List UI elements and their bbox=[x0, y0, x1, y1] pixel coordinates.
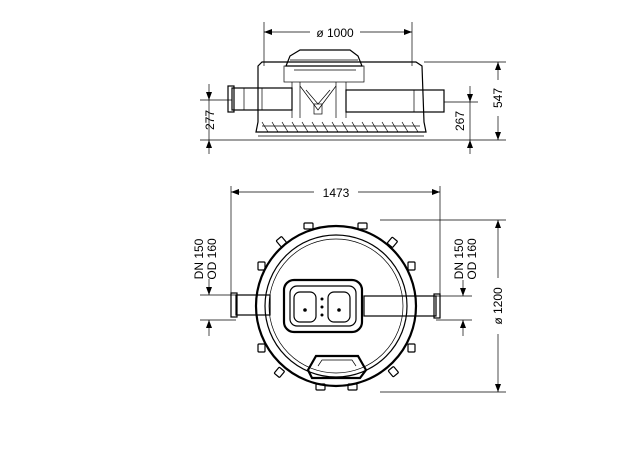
inlet-od-label: OD 160 bbox=[205, 238, 219, 280]
chamber-cup-left bbox=[293, 291, 317, 323]
inlet-pipe-top bbox=[235, 294, 271, 316]
dim-label-overall-width: 1473 bbox=[323, 186, 350, 200]
dim-label-inlet-height: 277 bbox=[203, 110, 217, 130]
dim-label-total-height: 547 bbox=[491, 88, 505, 108]
lifting-handle bbox=[306, 354, 368, 380]
dim-label-diameter-body: ø 1200 bbox=[491, 287, 505, 325]
dim-label-outlet-height: 267 bbox=[453, 111, 467, 131]
base-ribs bbox=[254, 121, 428, 141]
ring-lugs bbox=[257, 222, 416, 391]
outlet-pipe-top bbox=[363, 295, 437, 317]
cover-lid-side bbox=[285, 49, 363, 67]
tank-body-side bbox=[255, 61, 427, 133]
inlet-dn-label: DN 150 bbox=[192, 238, 206, 279]
outlet-od-label: OD 160 bbox=[465, 238, 479, 280]
top-view: 1473 bbox=[192, 186, 506, 393]
side-view: ø 1000 bbox=[200, 22, 506, 154]
tank-ring-outer bbox=[254, 224, 418, 388]
outlet-pipe-side bbox=[345, 89, 445, 113]
chamber-cup-right bbox=[327, 291, 351, 323]
outlet-dn-label: DN 150 bbox=[452, 238, 466, 279]
central-chamber bbox=[282, 278, 364, 334]
dim-label-diameter-top: ø 1000 bbox=[316, 26, 354, 40]
